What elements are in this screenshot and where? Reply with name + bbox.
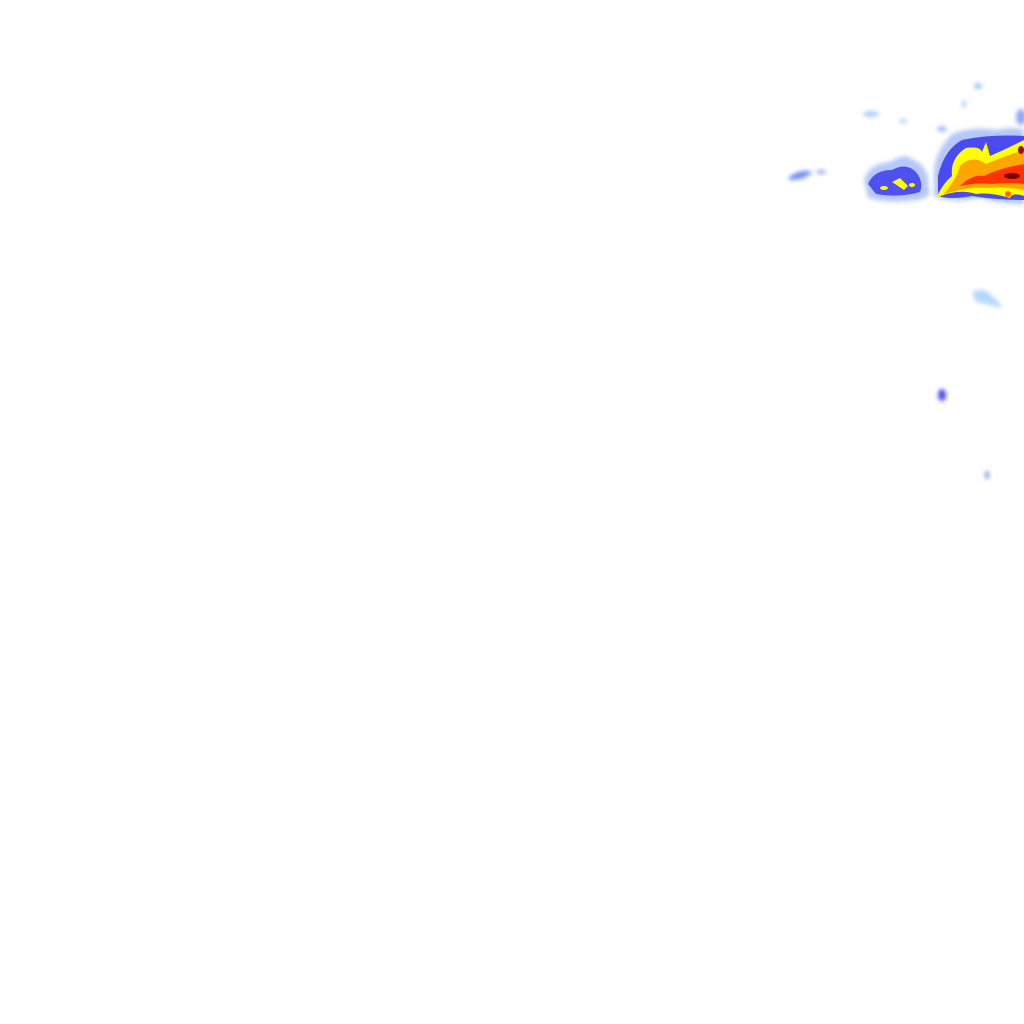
heavy-rain-cell: [880, 186, 888, 190]
echo-cell: [937, 126, 947, 132]
extreme-rain-core: [1004, 173, 1020, 179]
echo-cell: [899, 119, 907, 123]
echo-cell: [974, 83, 982, 89]
echo-cell: [788, 170, 812, 180]
echo-cell: [938, 389, 946, 401]
echo-cell: [1016, 109, 1024, 125]
light-echoes: [788, 83, 1024, 479]
intense-rain-core: [1005, 191, 1011, 197]
heavy-rain-cell: [892, 178, 908, 190]
storm-cluster-west: [864, 156, 930, 202]
heavy-rain-cell: [909, 183, 915, 187]
extreme-rain-core: [1018, 146, 1024, 154]
echo-cell: [972, 289, 1002, 308]
storm-cluster-east: [934, 128, 1024, 204]
echo-cell: [863, 111, 879, 117]
intense-rain-core: [960, 164, 1024, 186]
echo-cell: [962, 100, 966, 108]
echo-cell: [816, 170, 826, 174]
echo-cell: [985, 471, 989, 479]
